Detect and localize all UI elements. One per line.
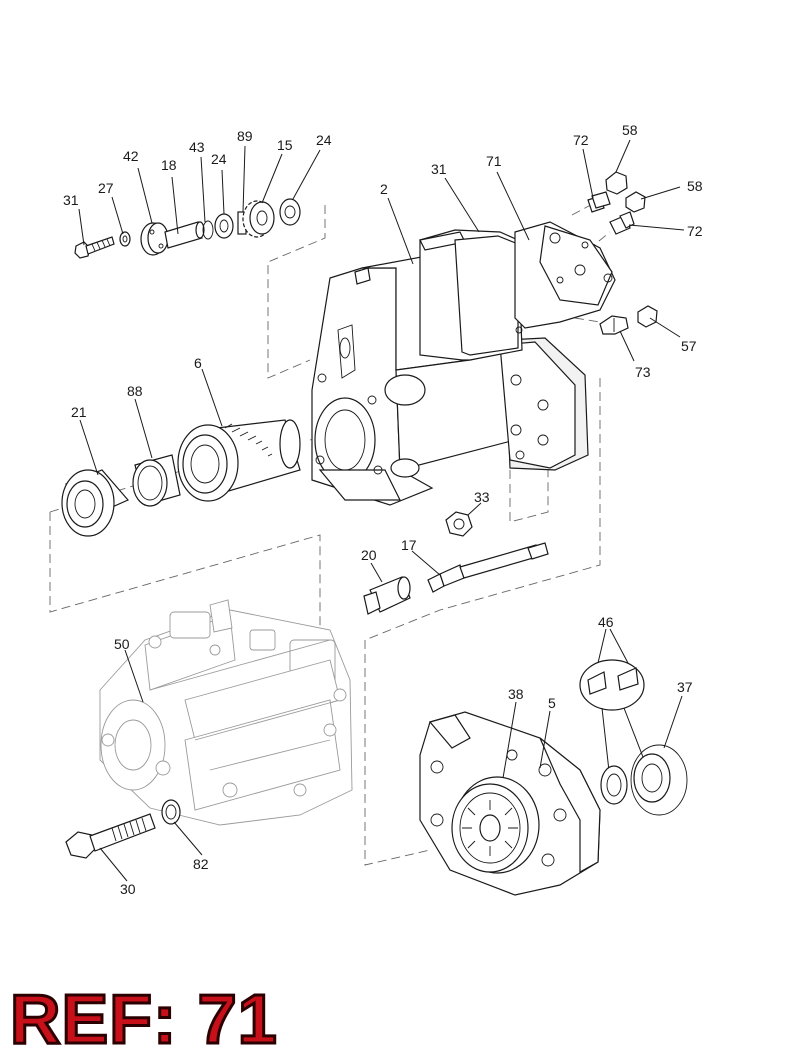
part-46-seal [600,765,628,805]
callout-5: 5 [548,695,556,711]
callout-21: 21 [71,404,87,420]
callout-17: 17 [401,537,417,553]
callout-50: 50 [114,636,130,652]
callout-24a: 24 [211,151,227,167]
callout-24b: 24 [316,132,332,148]
reference-badge: REF: 71 [9,980,279,1058]
part-73-elbow [599,315,629,335]
part-58-cap-b [625,191,646,213]
part-20-plug [363,576,411,615]
callout-2: 2 [380,181,388,197]
part-46-detail-view [579,659,649,781]
part-71-valve-housing [514,221,616,329]
part-18-shaft [164,221,205,249]
part-82-washer [161,799,181,825]
part-43-oring [202,220,214,240]
leader-lines [78,139,685,882]
callout-42: 42 [123,148,139,164]
callout-43: 43 [189,139,205,155]
callout-46: 46 [598,614,614,630]
callout-82: 82 [193,856,209,872]
part-50-pump-assembly [99,599,353,826]
part-72-fitting-a [587,191,611,213]
part-24-washer-b [279,198,301,226]
callout-labels: 31 27 42 18 43 24 89 15 24 2 31 71 72 58… [63,122,703,897]
part-42-flange [140,222,169,256]
part-33-nut [445,511,473,537]
part-24-washer-a [214,213,234,239]
callout-73: 73 [635,364,651,380]
callout-27: 27 [98,180,114,196]
callout-58a: 58 [622,122,638,138]
callout-72a: 72 [573,132,589,148]
part-31-cover-block [419,229,523,361]
callout-30: 30 [120,881,136,897]
part-72-fitting-b [609,211,635,235]
callout-18: 18 [161,157,177,173]
callout-88: 88 [127,383,143,399]
callout-37: 37 [677,679,693,695]
callout-33: 33 [474,489,490,505]
part-31-bolt-small [74,236,115,259]
callout-20: 20 [361,547,377,563]
part-30-bolt-large [65,813,156,859]
part-38-seal-ring [451,776,540,874]
callout-71: 71 [486,153,502,169]
part-21-gear [61,469,129,537]
callout-31a: 31 [63,192,79,208]
callout-15: 15 [277,137,293,153]
callout-6: 6 [194,355,202,371]
part-17-stud [427,542,549,593]
part-27-washer [119,231,131,247]
part-37-seal-with-oring [630,744,688,816]
callout-57: 57 [681,338,697,354]
callout-38: 38 [508,686,524,702]
callout-89: 89 [237,128,253,144]
callout-58b: 58 [687,178,703,194]
part-6-coupling-gear [177,419,301,502]
part-58-cap-a [605,171,628,195]
part-15-gear-small [242,200,275,238]
part-88-sleeve [132,454,181,507]
callout-31b: 31 [431,161,447,177]
callout-72b: 72 [687,223,703,239]
part-57-nut [637,305,658,328]
